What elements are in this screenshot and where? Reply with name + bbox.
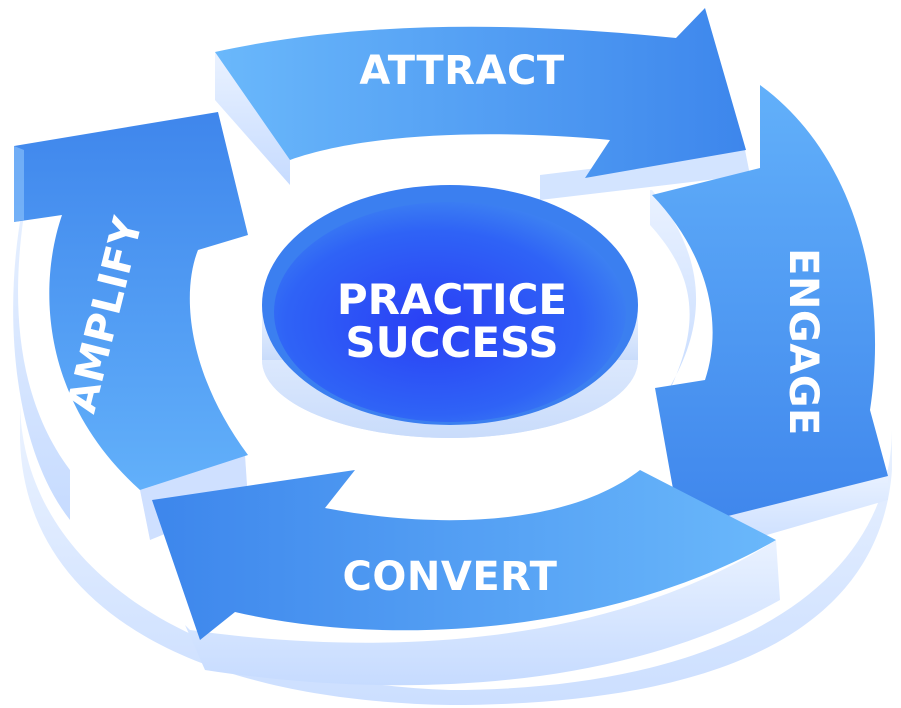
center-title-line1: PRACTICE [337,275,567,324]
convert-arrow [152,470,780,686]
label-convert: CONVERT [343,554,558,600]
hub-face [274,202,626,422]
attract-arrow [215,8,750,200]
center-hub [262,185,638,438]
label-attract: ATTRACT [359,48,564,94]
label-engage: ENGAGE [780,248,826,436]
amplify-arrow [13,112,248,540]
center-title-line2: SUCCESS [345,318,558,367]
